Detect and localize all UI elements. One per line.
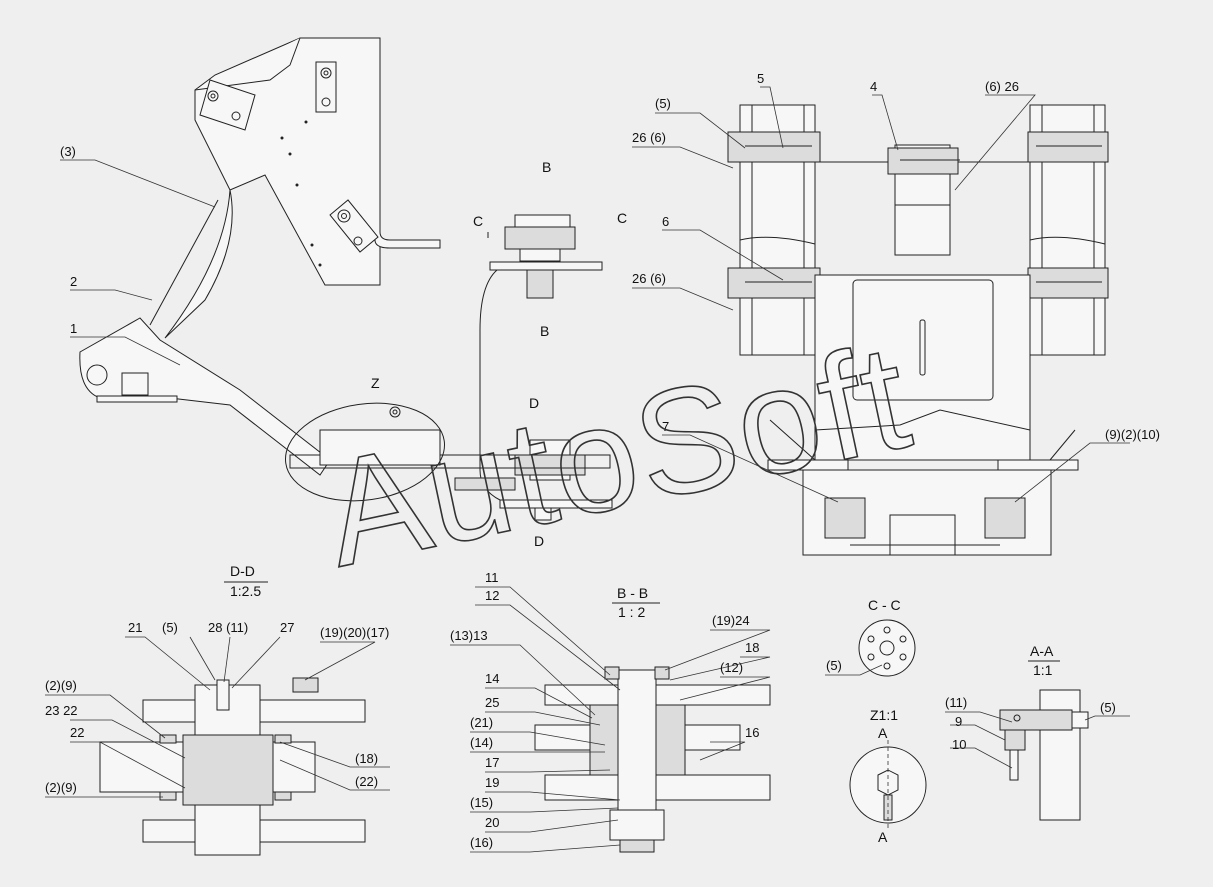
section-z1 <box>849 740 927 830</box>
callout-label: 10 <box>952 737 966 752</box>
aa-title: A-A <box>1030 643 1054 659</box>
callout-label: 19 <box>485 775 499 790</box>
callout-label: 9 <box>955 714 962 729</box>
callout-label: 1 <box>70 321 77 336</box>
callout-label: 4 <box>870 79 877 94</box>
callout-label: (2)(9) <box>45 678 77 693</box>
callout-label: 6 <box>662 214 669 229</box>
section-cc <box>858 619 916 677</box>
callout-label: (3) <box>60 144 76 159</box>
callout-label: 17 <box>485 755 499 770</box>
section-bb <box>534 666 771 853</box>
callout-label: 14 <box>485 671 499 686</box>
callout-label: (19)24 <box>712 613 750 628</box>
callout-label: 21 <box>128 620 142 635</box>
callout-label: (15) <box>470 795 493 810</box>
callout-label: (11) <box>945 695 967 710</box>
callout-label: 16 <box>745 725 759 740</box>
callout-label: (16) <box>470 835 493 850</box>
callout-label: 5 <box>757 71 764 86</box>
callout-label: 11 <box>485 570 499 585</box>
callout-labels: (3) 2 1 (5) 5 4 (6) 26 26 (6) 6 26 (6) 7… <box>45 71 1160 850</box>
z1-title: Z1:1 <box>870 707 898 723</box>
marker-c-left: C <box>473 213 483 229</box>
frame-assembly <box>727 104 1109 556</box>
callout-label: (14) <box>470 735 493 750</box>
section-aa <box>999 689 1089 821</box>
callout-label: 25 <box>485 695 499 710</box>
callout-label: (18) <box>355 751 378 766</box>
section-titles: D-D 1:2.5 B - B 1 : 2 C - C A-A 1:1 Z1:1 <box>224 563 1060 723</box>
section-dd <box>99 677 366 856</box>
callout-label: 27 <box>280 620 294 635</box>
marker-a-bottom: A <box>878 829 888 845</box>
callout-label: (6) 26 <box>985 79 1019 94</box>
marker-z: Z <box>371 375 380 391</box>
callout-label: (5) <box>826 658 842 673</box>
callout-label: (22) <box>355 774 378 789</box>
callout-label: (21) <box>470 715 493 730</box>
callout-label: 26 (6) <box>632 130 666 145</box>
center-shaft-assembly <box>284 214 613 521</box>
callout-label: (5) <box>1100 700 1116 715</box>
dd-scale: 1:2.5 <box>230 583 261 599</box>
callout-label: 20 <box>485 815 499 830</box>
callout-label: 18 <box>745 640 759 655</box>
callout-label: 23 22 <box>45 703 78 718</box>
callout-label: (9)(2)(10) <box>1105 427 1160 442</box>
callout-label: (13)13 <box>450 628 488 643</box>
callout-label: 28 (11) <box>208 620 248 635</box>
leader-lines <box>45 86 1130 853</box>
marker-b-top: B <box>542 159 551 175</box>
marker-d-bottom: D <box>534 533 544 549</box>
callout-label: 2 <box>70 274 77 289</box>
marker-c-right: C <box>617 210 627 226</box>
callout-label: 26 (6) <box>632 271 666 286</box>
callout-label: 22 <box>70 725 84 740</box>
callout-label: 12 <box>485 588 499 603</box>
cc-title: C - C <box>868 597 901 613</box>
aa-scale: 1:1 <box>1033 662 1053 678</box>
callout-label: (2)(9) <box>45 780 77 795</box>
callout-label: (5) <box>655 96 671 111</box>
callout-label: (19)(20)(17) <box>320 625 389 640</box>
dd-title: D-D <box>230 563 255 579</box>
callout-label: 7 <box>662 419 669 434</box>
bracket-assembly <box>79 37 441 476</box>
callout-label: (12) <box>720 660 743 675</box>
marker-d-top: D <box>529 395 539 411</box>
bb-scale: 1 : 2 <box>618 604 645 620</box>
bb-title: B - B <box>617 585 648 601</box>
marker-a-top: A <box>878 725 888 741</box>
callout-label: (5) <box>162 620 178 635</box>
view-markers: B B C C D D Z A A <box>371 159 888 845</box>
marker-b-bottom: B <box>540 323 549 339</box>
